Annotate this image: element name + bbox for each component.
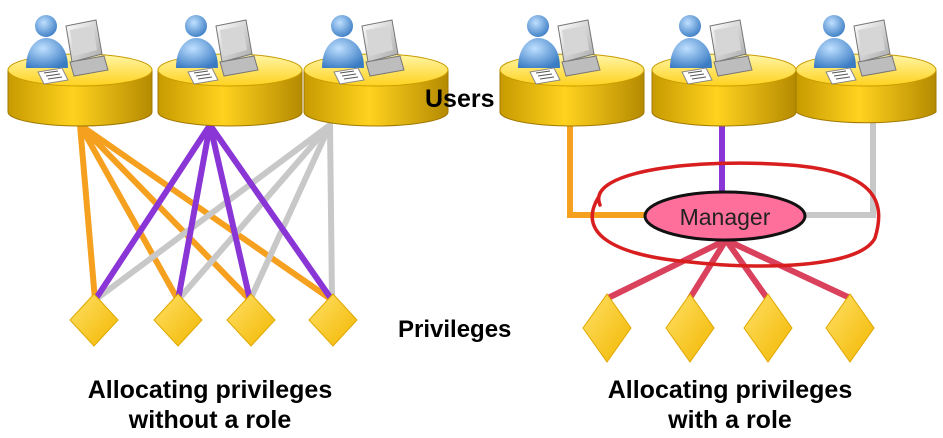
right-caption-line-2: with a role [667, 406, 792, 434]
user-workstation-icon [499, 15, 645, 127]
user-workstation-icon [303, 15, 449, 127]
right-privileges [582, 293, 875, 363]
grant-line [77, 122, 253, 303]
right-role-member-lines [567, 115, 876, 218]
grant-line [207, 122, 253, 303]
role-node: Manager [643, 190, 807, 242]
privilege-diamond-icon [226, 293, 276, 347]
right-caption-line-1: Allocating privileges [608, 376, 853, 404]
grant-line [175, 122, 333, 303]
role-grant-line [723, 237, 770, 301]
grant-line [207, 122, 335, 303]
user-workstation-icon [795, 15, 937, 124]
grant-line [77, 122, 335, 303]
role-ellipse [643, 190, 807, 242]
role-grant-line [723, 237, 853, 301]
privilege-diamond-icon [743, 293, 793, 363]
privilege-diamond-icon [582, 293, 632, 363]
left-caption-line-2: without a role [128, 406, 292, 434]
right-users [499, 15, 937, 127]
grant-line [92, 122, 333, 303]
users-label: Users [425, 85, 495, 113]
user-1-grant-lines [77, 122, 335, 303]
left-grant-lines [77, 122, 335, 303]
user-workstation-icon [651, 15, 797, 127]
left-caption-line-1: Allocating privileges [88, 376, 333, 404]
user-workstation-icon [157, 15, 303, 127]
user-1-to-role-line [567, 115, 651, 218]
left-caption: Allocating privileges without a role [88, 376, 333, 434]
grant-line [92, 122, 213, 303]
left-users [7, 15, 449, 127]
grant-line [247, 122, 333, 303]
user-3-grant-lines [92, 122, 335, 303]
role-grant-line [605, 237, 729, 301]
grant-line [77, 122, 181, 303]
grant-line [77, 122, 98, 303]
user-workstation-icon [7, 15, 153, 127]
left-privileges [69, 293, 358, 347]
privilege-diamond-icon [69, 293, 119, 347]
privilege-diamond-icon [825, 293, 875, 363]
privilege-diamond-icon [665, 293, 715, 363]
circle-annotation [590, 161, 881, 268]
user-2-grant-lines [92, 122, 335, 303]
role-label: Manager [680, 204, 771, 230]
right-role-privilege-lines [605, 237, 853, 301]
privileges-label: Privileges [398, 316, 511, 343]
privilege-diamond-icon [153, 293, 203, 347]
role-grant-line [687, 237, 729, 301]
user-3-to-role-line [797, 115, 876, 218]
privilege-diamond-icon [308, 293, 358, 347]
grant-line [327, 122, 335, 303]
right-caption: Allocating privileges with a role [608, 376, 853, 434]
grant-line [175, 122, 213, 303]
